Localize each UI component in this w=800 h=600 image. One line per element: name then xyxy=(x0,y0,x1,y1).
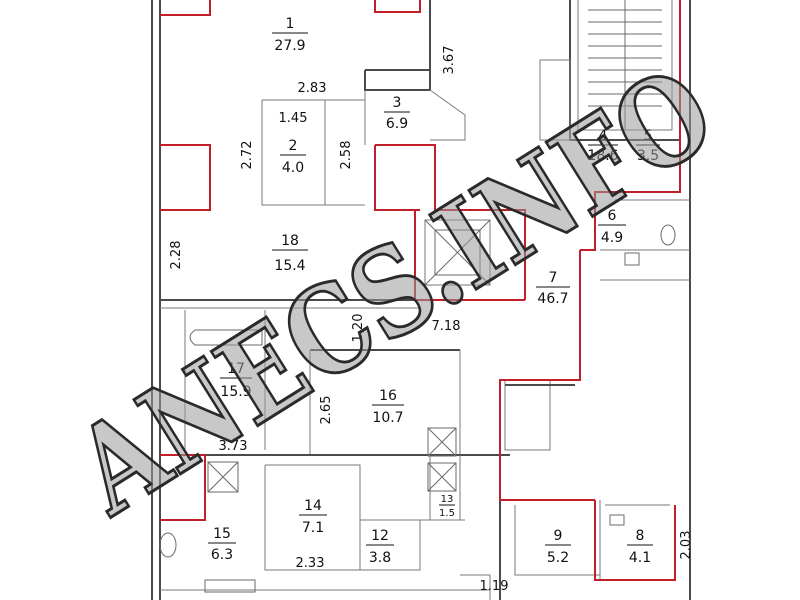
dimension-label: 1.20 xyxy=(351,314,366,343)
room-3: 3 6.9 xyxy=(384,95,410,132)
room-area: 3.5 xyxy=(637,148,659,164)
room-number: 12 xyxy=(371,528,389,544)
toilet xyxy=(660,224,676,246)
room-area: 1.5 xyxy=(439,508,455,519)
room-4: 4 18.6 xyxy=(587,128,618,164)
room-2: 2 4.0 xyxy=(280,138,306,176)
room-number: 14 xyxy=(304,498,322,514)
elevator-shaft xyxy=(424,219,491,286)
room-number: 4 xyxy=(599,128,608,144)
room-7: 7 46.7 xyxy=(536,270,570,307)
room-15: 15 6.3 xyxy=(208,526,236,563)
room-area: 4.1 xyxy=(629,550,651,566)
room-number: 6 xyxy=(608,208,617,224)
fixtures xyxy=(159,0,676,593)
sink xyxy=(609,514,625,526)
room-8: 8 4.1 xyxy=(627,528,653,566)
dimension-label: 1.45 xyxy=(279,111,308,126)
dimension-label: 3.67 xyxy=(442,46,457,75)
room-area: 15.9 xyxy=(220,384,251,400)
room-16: 16 10.7 xyxy=(372,388,404,426)
dimension-label: 3.73 xyxy=(219,439,248,454)
bathtub xyxy=(189,329,263,346)
room-number: 8 xyxy=(636,528,645,544)
sink xyxy=(204,579,256,593)
room-area: 6.3 xyxy=(211,547,233,563)
room-area: 46.7 xyxy=(537,291,568,307)
room-labels: 1 27.9 2 4.0 3 6.9 4 18.6 5 3.5 6 4.9 xyxy=(208,16,660,566)
room-1: 1 27.9 xyxy=(272,16,308,54)
room-area: 15.4 xyxy=(274,258,305,274)
room-number: 9 xyxy=(554,528,563,544)
staircase xyxy=(588,0,662,130)
room-area: 6.9 xyxy=(386,116,408,132)
room-13: 13 1.5 xyxy=(439,494,455,519)
room-number: 1 xyxy=(286,16,295,32)
dimension-label: 2.72 xyxy=(240,141,255,170)
dimension-label: 2.33 xyxy=(296,556,325,571)
room-number: 13 xyxy=(441,494,454,505)
vent-shaft xyxy=(427,427,457,457)
room-17: 17 15.9 xyxy=(220,361,252,400)
dimension-label: 2.83 xyxy=(298,81,327,96)
room-number: 16 xyxy=(379,388,397,404)
highlight-boundary xyxy=(160,0,681,581)
dimension-label: 1.19 xyxy=(480,579,509,594)
sink xyxy=(624,252,640,266)
room-area: 4.0 xyxy=(282,160,304,176)
room-area: 27.9 xyxy=(274,38,305,54)
dimension-label: 2.65 xyxy=(319,396,334,425)
dimension-label: 2.28 xyxy=(169,241,184,270)
dimension-labels: 3.67 2.83 1.45 2.72 2.58 2.28 1.20 7.1 8 … xyxy=(169,46,694,594)
toilet xyxy=(159,532,177,558)
room-area: 10.7 xyxy=(372,410,403,426)
dimension-label: 2.58 xyxy=(339,141,354,170)
room-number: 17 xyxy=(227,361,245,377)
room-area: 7.1 xyxy=(302,520,324,536)
room-5: 5 3.5 xyxy=(636,128,660,164)
vent-shaft xyxy=(427,462,457,492)
room-number: 7 xyxy=(549,270,558,286)
vent-shaft xyxy=(207,461,239,493)
room-number: 18 xyxy=(281,233,299,249)
room-area: 4.9 xyxy=(601,230,623,246)
room-number: 5 xyxy=(644,128,653,144)
room-12: 12 3.8 xyxy=(366,528,394,566)
room-14: 14 7.1 xyxy=(299,498,327,536)
dimension-label: 2.03 xyxy=(679,531,694,560)
room-number: 3 xyxy=(393,95,402,111)
dimension-label: 7.18 xyxy=(432,319,461,334)
room-9: 9 5.2 xyxy=(545,528,571,566)
room-number: 2 xyxy=(289,138,298,154)
room-area: 18.6 xyxy=(587,148,618,164)
room-number: 15 xyxy=(213,526,231,542)
room-6: 6 4.9 xyxy=(598,208,626,246)
room-area: 5.2 xyxy=(547,550,569,566)
room-18: 18 15.4 xyxy=(272,233,308,274)
room-area: 3.8 xyxy=(369,550,391,566)
